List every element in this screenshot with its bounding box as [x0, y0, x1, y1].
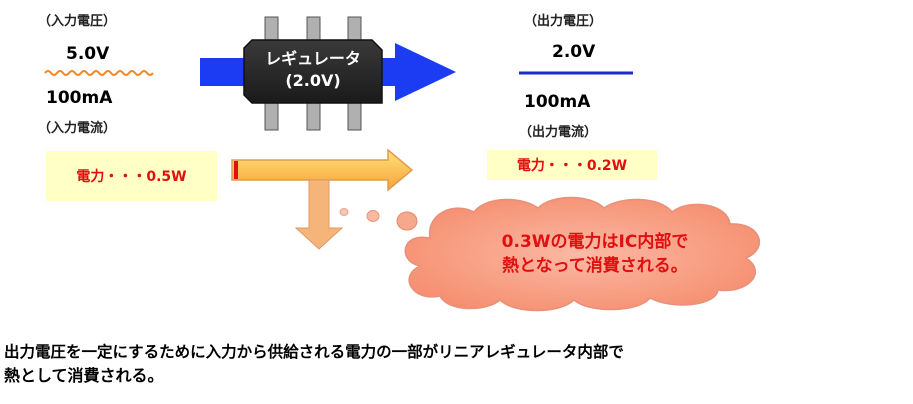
output-voltage-heading: （出力電圧） [524, 14, 603, 29]
regulator-name: レギュレータ [265, 49, 361, 68]
cloud-line-1: 0.3Wの電力はIC内部で [501, 232, 689, 252]
caption-line-2: 熱として消費される。 [4, 366, 164, 385]
thought-bubble-large [396, 211, 418, 231]
chip-body [243, 39, 383, 104]
regulator-voltage: (2.0V) [285, 71, 341, 90]
input-current-value: 100mA [46, 88, 113, 108]
output-power-text: 電力・・・0.2W [516, 158, 628, 174]
cloud-message: 0.3Wの電力はIC内部で 熱となって消費される。 [440, 230, 750, 278]
input-power-text: 電力・・・0.5W [76, 169, 187, 185]
input-power-box: 電力・・・0.5W [46, 151, 217, 201]
input-wave-line [44, 70, 154, 76]
input-voltage-value: 5.0V [66, 44, 110, 64]
caption-line-1: 出力電圧を一定にするために入力から供給される電力の一部がリニアレギュレータ内部で [4, 343, 624, 361]
input-current-heading: （入力電流） [38, 121, 117, 136]
heat-arrow-tail-mark [234, 161, 238, 179]
cloud-line-2: 熱となって消費される。 [502, 256, 688, 276]
thought-bubble-medium [366, 210, 380, 222]
caption: 出力電圧を一定にするために入力から供給される電力の一部がリニアレギュレータ内部で… [4, 340, 909, 388]
input-voltage-heading: （入力電圧） [38, 14, 117, 29]
output-voltage-value: 2.0V [552, 42, 596, 62]
heat-arrow-down [294, 179, 344, 250]
chip-bottom-pins [264, 99, 362, 131]
output-current-heading: （出力電流） [519, 125, 598, 140]
thought-bubble-small [339, 208, 349, 216]
output-current-value: 100mA [524, 92, 591, 112]
heat-arrow-right [231, 148, 414, 192]
output-power-box: 電力・・・0.2W [487, 150, 657, 180]
heat-cloud [404, 196, 761, 312]
regulator-label: レギュレータ (2.0V) [244, 48, 382, 92]
